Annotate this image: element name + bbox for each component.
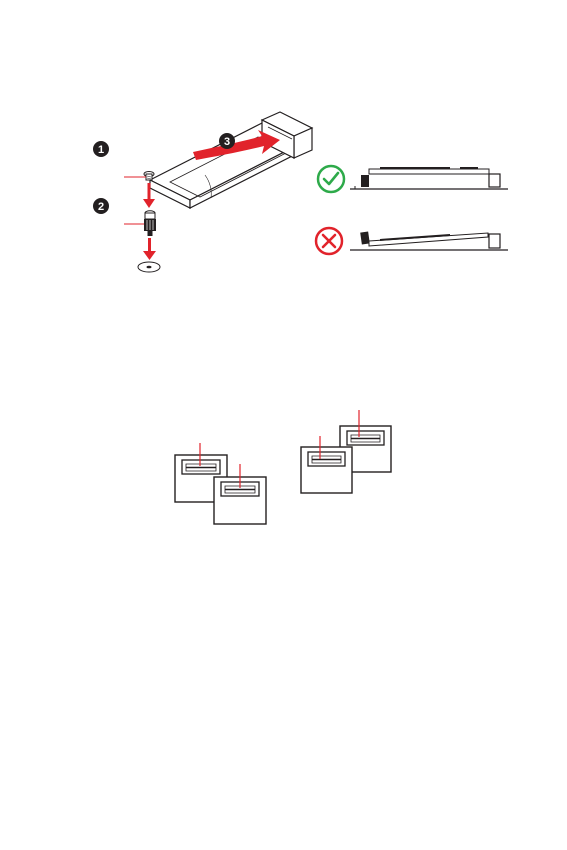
check-circle-icon <box>318 166 344 192</box>
sata-port <box>301 447 352 493</box>
svg-text:1: 1 <box>98 144 104 156</box>
svg-text:3: 3 <box>224 136 230 148</box>
sata-ports-figure <box>0 390 567 540</box>
correct-install-diagram <box>350 167 508 189</box>
step-callout-3: 3 <box>219 133 235 149</box>
screw-hole <box>138 262 160 272</box>
m2-installation-figure: 1 2 3 <box>0 0 567 300</box>
m2-screw <box>144 172 154 181</box>
step-callout-1: 1 <box>93 141 109 157</box>
step-callout-2: 2 <box>93 198 109 214</box>
incorrect-install-diagram <box>350 232 508 250</box>
m2-standoff <box>144 211 156 236</box>
arrow-down-icon <box>143 238 156 260</box>
svg-text:2: 2 <box>98 201 104 213</box>
cross-circle-icon <box>316 228 342 254</box>
